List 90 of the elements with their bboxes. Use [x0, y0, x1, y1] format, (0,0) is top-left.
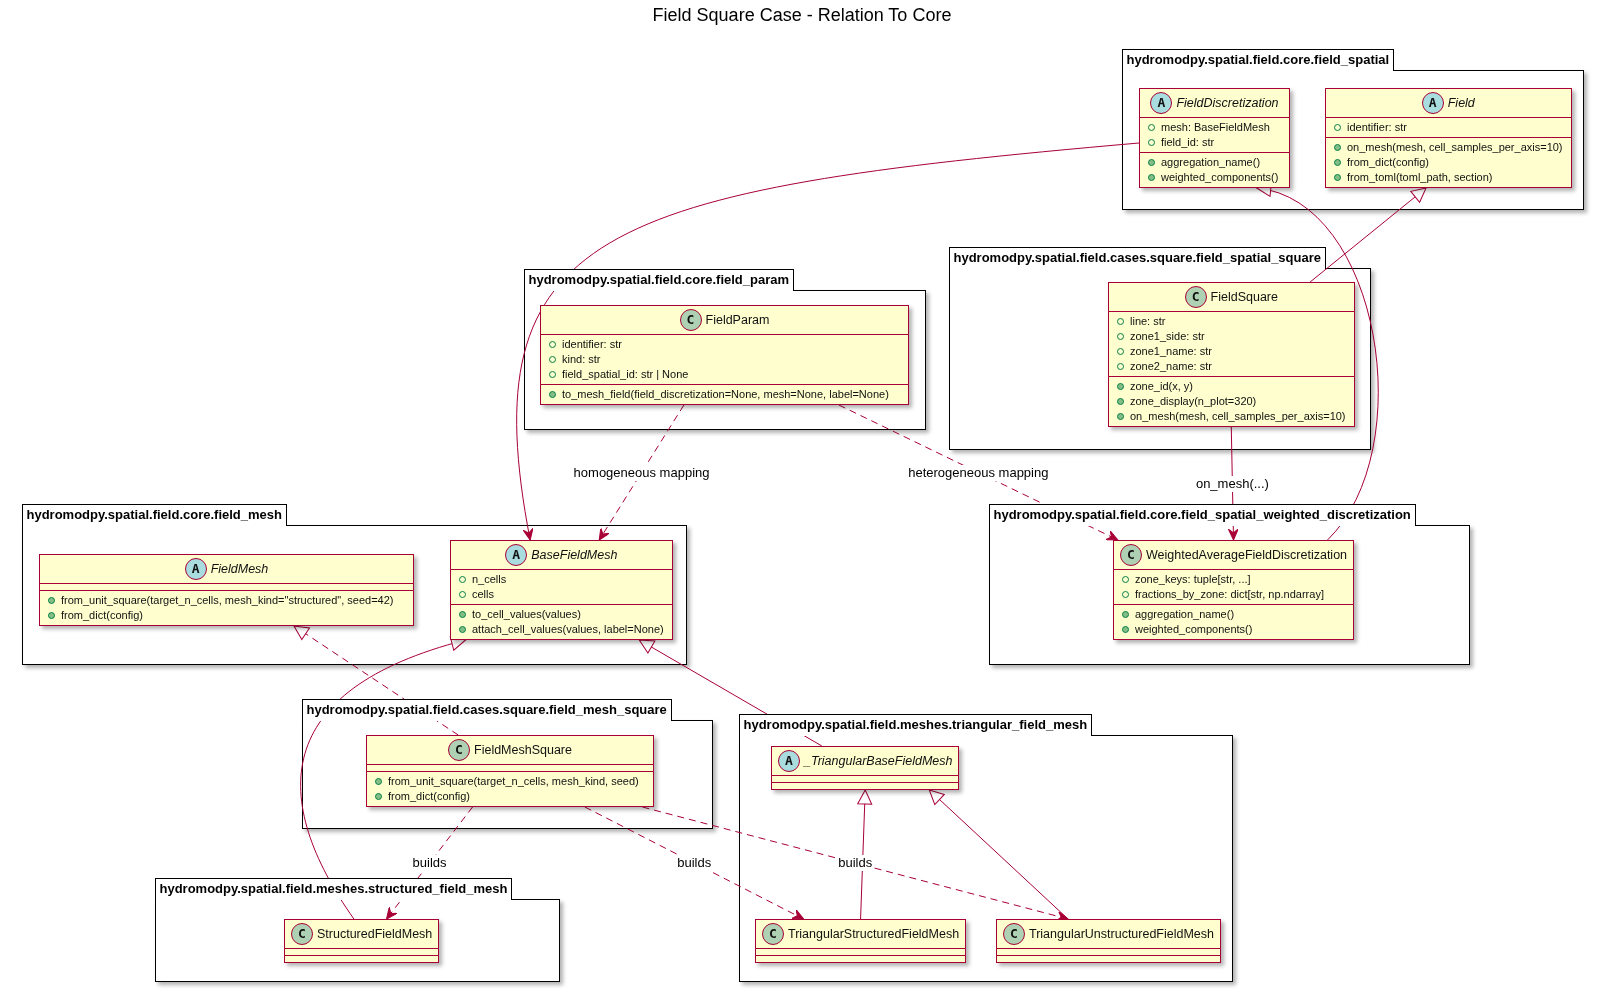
class-kind-icon: C [1003, 923, 1025, 945]
class-box [1325, 88, 1572, 188]
class-box [1113, 540, 1355, 640]
class-name: FieldMesh [210, 560, 269, 578]
method-text: on_mesh(mesh, cell_samples_per_axis=10) [1130, 409, 1346, 424]
class-name: FieldParam [705, 311, 770, 329]
dependency-arrow [598, 404, 685, 541]
method-text: from_dict(config) [1347, 155, 1429, 170]
class-kind-icon: C [1184, 286, 1207, 308]
class-box [755, 919, 967, 963]
method-text: to_cell_values(values) [472, 607, 581, 622]
class-name: TriangularUnstructuredFieldMesh [1029, 925, 1215, 943]
class-name: StructuredFieldMesh [317, 925, 433, 943]
diagram-title: Field Square Case - Relation To Core [652, 4, 952, 27]
association-arrow [516, 142, 1140, 541]
method-text: weighted_components() [1161, 170, 1279, 185]
attribute-text: zone_keys: tuple[str, ...] [1135, 572, 1251, 587]
class-box [366, 735, 654, 807]
class-name: Field [1447, 94, 1475, 112]
method-text: aggregation_name() [1161, 155, 1261, 170]
attribute-text: n_cells [472, 572, 507, 587]
edge-label: heterogeneous mapping [906, 464, 1051, 481]
attribute-text: field_id: str [1161, 135, 1215, 150]
package-tab: hydromodpy.spatial.field.core.field_spatial_weighted_discretization [988, 504, 1416, 526]
attribute-text: identifier: str [562, 337, 622, 352]
package-tab: hydromodpy.spatial.field.meshes.triangular_field_mesh [738, 714, 1093, 736]
class-name: WeightedAverageFieldDiscretization [1146, 546, 1348, 564]
method-text: from_unit_square(target_n_cells, mesh_kind="structured", seed=42) [61, 593, 394, 608]
class-kind-icon: C [762, 923, 784, 945]
inheritance-arrow [638, 639, 823, 747]
method-text: from_dict(config) [388, 789, 470, 804]
dependency-arrow [584, 806, 805, 920]
attribute-text: field_spatial_id: str | None [562, 367, 689, 382]
method-text: to_mesh_field(field_discretization=None, mesh=None, label=None) [562, 387, 889, 402]
method-text: zone_id(x, y) [1130, 379, 1193, 394]
attribute-text: cells [472, 587, 494, 602]
edge-label: builds [675, 855, 714, 871]
class-kind-icon: A [1421, 92, 1444, 114]
attribute-text: identifier: str [1347, 120, 1407, 135]
class-box [450, 540, 673, 640]
method-text: aggregation_name() [1135, 607, 1235, 622]
inheritance-arrow [928, 789, 1069, 920]
class-kind-icon: A [1150, 92, 1173, 114]
package-tab: hydromodpy.spatial.field.cases.square.field_spatial_square [948, 247, 1326, 269]
package-tab: hydromodpy.spatial.field.cases.square.field_mesh_square [301, 699, 672, 721]
class-box [1108, 282, 1355, 427]
realization-arrow [293, 625, 459, 736]
class-name: FieldSquare [1210, 288, 1278, 306]
method-text: from_toml(toml_path, section) [1347, 170, 1493, 185]
class-kind-icon: A [505, 544, 528, 566]
class-kind-icon: A [778, 750, 800, 772]
package-tab: hydromodpy.spatial.field.meshes.structured_field_mesh [154, 878, 513, 900]
edge-label: builds [410, 855, 449, 871]
method-text: attach_cell_values(values, label=None) [472, 622, 664, 637]
attribute-text: line: str [1130, 314, 1166, 329]
class-box [771, 746, 960, 790]
class-box [540, 305, 909, 405]
attribute-text: zone1_name: str [1130, 344, 1212, 359]
class-box [284, 919, 440, 963]
edge-label: on_mesh(...) [1193, 475, 1271, 492]
dependency-arrow [642, 806, 1069, 922]
class-name: FieldMeshSquare [474, 741, 572, 759]
inheritance-arrow [857, 789, 873, 920]
class-kind-icon: C [291, 923, 313, 945]
package-tab: hydromodpy.spatial.field.core.field_mesh [21, 504, 287, 526]
class-name: _TriangularBaseFieldMesh [804, 752, 953, 770]
package-tab: hydromodpy.spatial.field.core.field_spatial [1121, 49, 1395, 71]
attribute-text: zone1_side: str [1130, 329, 1205, 344]
method-text: from_dict(config) [61, 608, 143, 623]
class-name: BaseFieldMesh [531, 546, 618, 564]
edge-label: builds [836, 855, 875, 871]
class-name: TriangularStructuredFieldMesh [788, 925, 960, 943]
attribute-text: mesh: BaseFieldMesh [1161, 120, 1270, 135]
class-kind-icon: C [448, 739, 470, 761]
attribute-text: kind: str [562, 352, 601, 367]
package-tab: hydromodpy.spatial.field.core.field_param [523, 269, 795, 291]
class-box [1139, 88, 1290, 188]
class-box [39, 554, 414, 626]
method-text: on_mesh(mesh, cell_samples_per_axis=10) [1347, 140, 1563, 155]
method-text: from_unit_square(target_n_cells, mesh_kind, seed) [388, 774, 639, 789]
class-name: FieldDiscretization [1176, 94, 1279, 112]
class-kind-icon: C [679, 309, 702, 331]
class-kind-icon: C [1120, 544, 1142, 566]
class-kind-icon: A [184, 558, 207, 580]
class-box [996, 919, 1222, 963]
attribute-text: zone2_name: str [1130, 359, 1212, 374]
attribute-text: fractions_by_zone: dict[str, np.ndarray] [1135, 587, 1324, 602]
method-text: zone_display(n_plot=320) [1130, 394, 1257, 409]
method-text: weighted_components() [1135, 622, 1253, 637]
edge-label: homogeneous mapping [571, 464, 712, 481]
